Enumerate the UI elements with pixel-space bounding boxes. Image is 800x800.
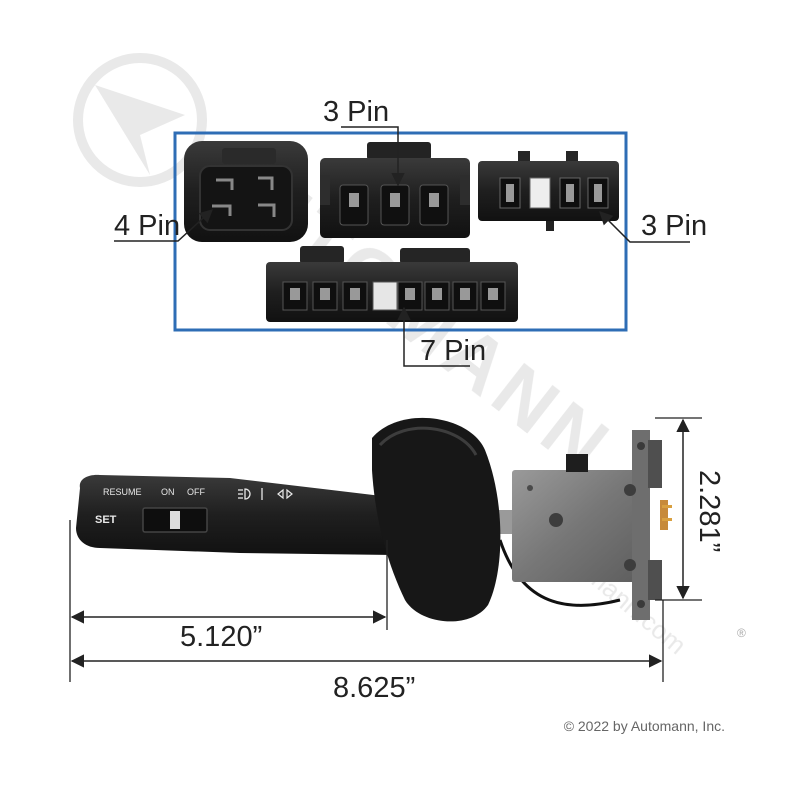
three-pin-top-connector bbox=[320, 142, 470, 238]
seven-pin-terminals bbox=[282, 281, 506, 311]
dimension-lever-length-value: 5.120” bbox=[180, 621, 262, 653]
resume-label: RESUME bbox=[103, 487, 142, 497]
connectors-three-pin-right: 3 Pin bbox=[641, 210, 707, 242]
four-pin-terminals bbox=[212, 176, 276, 217]
switch-assembly: RESUME ON OFF SET bbox=[76, 417, 672, 622]
watermark-logo-ring bbox=[73, 53, 207, 187]
connectors-three-pin-top: 3 Pin bbox=[323, 96, 389, 128]
off-label: OFF bbox=[187, 487, 205, 497]
turn-signal-icon bbox=[277, 488, 293, 500]
switch-housing bbox=[512, 470, 640, 582]
registered-mark: ® bbox=[737, 626, 746, 640]
dimension-body-height-value: 2.281” bbox=[693, 470, 725, 552]
three-pin-right-terminals bbox=[499, 177, 609, 209]
set-slide-knob bbox=[170, 511, 180, 529]
copyright-text: © 2022 by Automann, Inc. bbox=[564, 718, 725, 734]
switch-mounting-plate bbox=[632, 430, 650, 620]
dimension-lever-length: 5.120” bbox=[69, 520, 388, 682]
label-7-pin: 7 Pin bbox=[397, 306, 486, 367]
label-3-pin-right: 3 Pin bbox=[599, 210, 707, 243]
on-label: ON bbox=[161, 487, 175, 497]
dimension-body-height: 2.281” bbox=[655, 417, 725, 601]
watermark-logo-icon bbox=[95, 85, 185, 175]
connectors-frame bbox=[173, 131, 628, 332]
dimension-total-length: 8.625” bbox=[70, 600, 664, 704]
label-3-pin-top: 3 Pin bbox=[323, 96, 405, 187]
three-pin-right-connector bbox=[478, 151, 619, 231]
set-label: SET bbox=[95, 514, 117, 526]
seven-pin-connector bbox=[266, 246, 518, 322]
switch-lever bbox=[76, 474, 395, 555]
connectors-seven-pin: 7 Pin bbox=[420, 335, 486, 367]
three-pin-top-terminals bbox=[339, 184, 449, 226]
headlight-icon bbox=[238, 488, 251, 500]
dimension-total-length-value: 8.625” bbox=[333, 672, 415, 704]
connectors-four-pin: 4 Pin bbox=[114, 210, 180, 242]
switch-wire bbox=[498, 539, 621, 607]
label-4-pin: 4 Pin bbox=[114, 209, 213, 242]
four-pin-connector bbox=[184, 141, 308, 242]
switch-knob-disc bbox=[372, 417, 501, 622]
